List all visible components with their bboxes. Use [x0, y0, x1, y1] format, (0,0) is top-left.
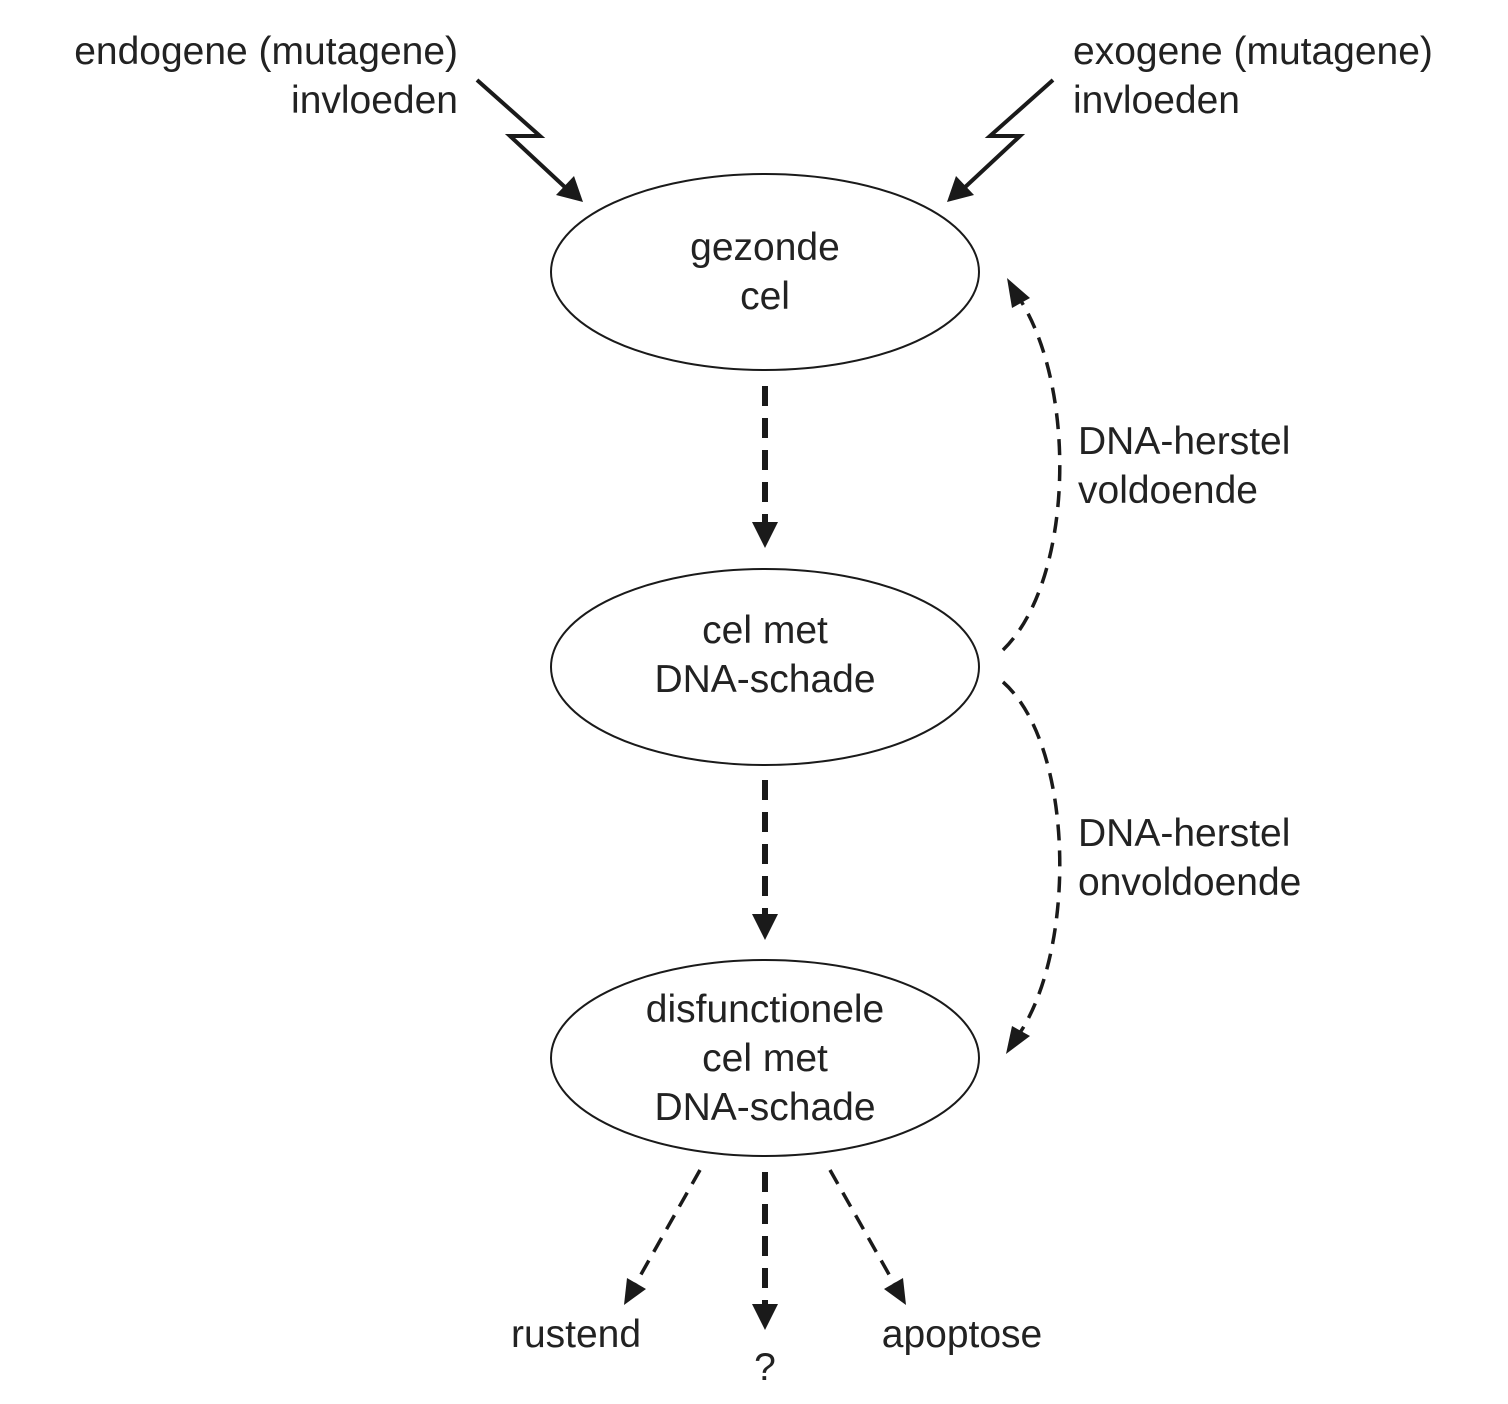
to-unknown-arrow	[752, 1172, 778, 1330]
endogenous-lightning-arrow	[475, 78, 583, 202]
endogenous-line-2: invloeden	[291, 79, 458, 122]
repair-insufficient-arrow	[1001, 680, 1062, 1054]
repair-insufficient-line-2: onvoldoende	[1078, 861, 1302, 904]
endogenous-influences-label: endogene (mutagene) invloeden	[0, 27, 458, 125]
repair-sufficient-arrow	[1001, 278, 1062, 652]
dysfunctional-line-2: cel met	[702, 1037, 828, 1080]
outcome-apoptosis-label: apoptose	[881, 1313, 1043, 1356]
dysfunctional-line-1: disfunctionele	[645, 988, 885, 1031]
repair-sufficient-line-2: voldoende	[1078, 469, 1258, 512]
healthy-line-2: cel	[740, 275, 790, 318]
repair-sufficient-line-1: DNA-herstel	[1078, 420, 1291, 463]
outcome-unknown-label: ?	[754, 1346, 776, 1389]
damaged-line-2: DNA-schade	[654, 658, 876, 701]
dysfunctional-line-3: DNA-schade	[654, 1086, 876, 1129]
damaged-cell-ellipse	[550, 568, 980, 766]
to-resting-arrow	[624, 1169, 702, 1305]
exogenous-line-1: exogene (mutagene)	[1073, 30, 1433, 73]
damaged-line-1: cel met	[702, 609, 828, 652]
exogenous-influences-label: exogene (mutagene) invloeden	[1073, 27, 1503, 125]
healthy-line-1: gezonde	[690, 226, 840, 269]
healthy-cell-label: gezonde cel	[565, 223, 965, 321]
exogenous-line-2: invloeden	[1073, 79, 1240, 122]
damaged-to-dysfunctional-arrow	[752, 780, 778, 940]
dysfunctional-cell-label: disfunctionele cel met DNA-schade	[565, 985, 965, 1132]
to-apoptosis-arrow	[828, 1169, 906, 1305]
exogenous-lightning-arrow	[947, 78, 1055, 202]
repair-insufficient-label: DNA-herstel onvoldoende	[1078, 809, 1498, 907]
outcome-resting-label: rustend	[510, 1313, 642, 1356]
dysfunctional-cell-ellipse	[550, 959, 980, 1157]
healthy-cell-ellipse	[550, 173, 980, 371]
healthy-to-damaged-arrow	[752, 386, 778, 548]
repair-sufficient-label: DNA-herstel voldoende	[1078, 417, 1498, 515]
endogenous-line-1: endogene (mutagene)	[74, 30, 458, 73]
repair-insufficient-line-1: DNA-herstel	[1078, 812, 1291, 855]
damaged-cell-label: cel met DNA-schade	[565, 606, 965, 704]
